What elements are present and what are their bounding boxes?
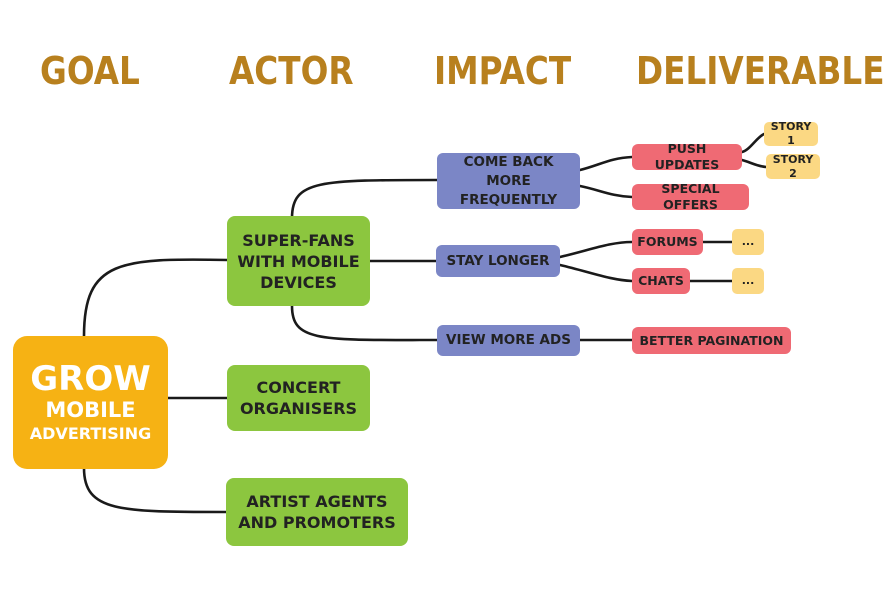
actor-super-fans-label: SUPER-FANS WITH MOBILE DEVICES [237, 230, 360, 292]
deliverable-chats-label: CHATS [638, 273, 684, 288]
deliverable-forums-label: FORUMS [637, 234, 698, 249]
story-1: STORY 1 [764, 122, 818, 146]
connector-superfans-viewads [290, 304, 439, 342]
connector-push-story2 [740, 158, 768, 169]
actor-concert-organisers: CONCERT ORGANISERS [227, 365, 370, 431]
connector-superfans-comeback [290, 178, 439, 220]
impact-come-back-label: COME BACK MORE FREQUENTLY [459, 153, 558, 208]
chats-more-label: ... [741, 274, 755, 287]
story-2-label: STORY 2 [772, 154, 814, 179]
connector-goal-agents [82, 466, 228, 514]
actor-super-fans: SUPER-FANS WITH MOBILE DEVICES [227, 216, 370, 306]
deliverable-push-updates-label: PUSH UPDATES [654, 144, 720, 170]
header-goal: GOAL [40, 49, 140, 93]
header-impact: IMPACT [434, 49, 572, 93]
story-1-label: STORY 1 [770, 122, 812, 146]
deliverable-special-offers: SPECIAL OFFERS [632, 184, 749, 210]
connector-goal-superfans [82, 258, 230, 338]
goal-line-1: GROW [30, 359, 151, 399]
connector-push-story1 [740, 132, 766, 154]
impact-view-more-ads-label: VIEW MORE ADS [446, 332, 571, 348]
goal-line-2: MOBILE [45, 398, 136, 422]
impact-stay-longer: STAY LONGER [436, 245, 560, 277]
header-deliverable: DELIVERABLE [636, 49, 885, 93]
deliverable-chats: CHATS [632, 268, 690, 294]
impact-stay-longer-label: STAY LONGER [446, 252, 550, 269]
impact-come-back-more-frequently: COME BACK MORE FREQUENTLY [437, 153, 580, 209]
connector-staylonger-forums [558, 240, 634, 259]
actor-artist-agents: ARTIST AGENTS AND PROMOTERS [226, 478, 408, 546]
actor-artist-agents-label: ARTIST AGENTS AND PROMOTERS [238, 492, 396, 532]
connector-staylonger-chats [558, 263, 634, 283]
story-2: STORY 2 [766, 154, 820, 179]
connector-comeback-offers [578, 184, 634, 199]
deliverable-forums: FORUMS [632, 229, 703, 255]
deliverable-better-pagination-label: BETTER PAGINATION [639, 332, 784, 348]
deliverable-better-pagination: BETTER PAGINATION [632, 327, 791, 354]
header-actor: ACTOR [229, 49, 354, 93]
connector-comeback-push [578, 155, 634, 172]
goal-line-3: ADVERTISING [29, 424, 152, 443]
forums-more-label: ... [741, 235, 755, 248]
forums-more-stories: ... [732, 229, 764, 255]
impact-view-more-ads: VIEW MORE ADS [437, 325, 580, 356]
deliverable-special-offers-label: SPECIAL OFFERS [661, 184, 720, 210]
goal-grow-mobile-advertising: GROW MOBILE ADVERTISING [13, 336, 168, 469]
deliverable-push-updates: PUSH UPDATES [632, 144, 742, 170]
actor-concert-organisers-label: CONCERT ORGANISERS [239, 378, 358, 418]
chats-more-stories: ... [732, 268, 764, 294]
